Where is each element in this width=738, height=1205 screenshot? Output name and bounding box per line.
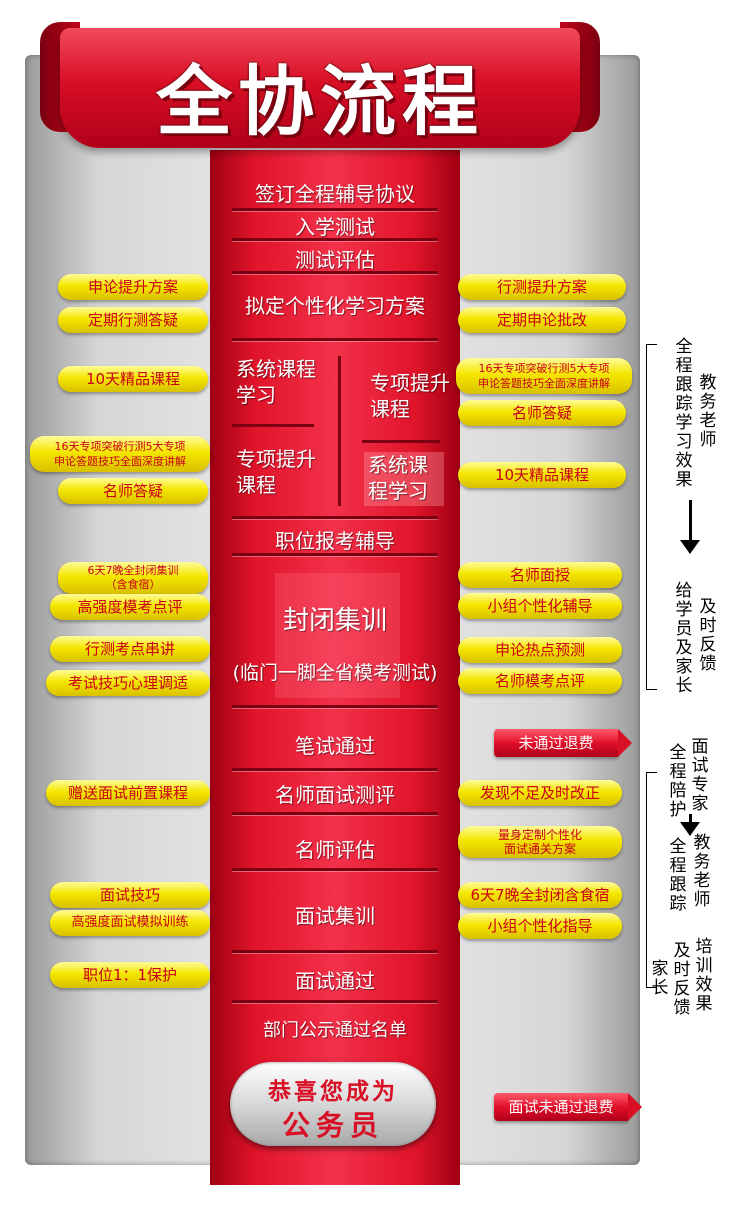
study-subdivider xyxy=(362,440,440,443)
step-divider xyxy=(232,553,438,556)
side-note-expert: 面试专家 xyxy=(691,737,709,814)
step-system-study-left: 系统课程学习 xyxy=(236,357,316,407)
pill-line: （含食宿） xyxy=(105,578,161,591)
step-interview-eval: 名师面试测评 xyxy=(275,783,395,807)
congrats-badge: 恭喜您成为 公务员 xyxy=(230,1062,436,1146)
step-divider xyxy=(232,1000,438,1003)
step-interview-pass: 面试通过 xyxy=(295,969,375,993)
page-title: 全协流程 xyxy=(156,57,484,146)
pill-sixteen-day: 16天专项突破行测5大专项 申论答题技巧全面深度讲解 xyxy=(30,436,210,472)
process-ribbon xyxy=(210,150,460,1185)
step-plan: 拟定个性化学习方案 xyxy=(245,294,425,318)
pill-teacher-lecture: 名师面授 xyxy=(458,562,622,588)
step-divider xyxy=(232,812,438,815)
pill-mock-points: 名师模考点评 xyxy=(458,668,622,694)
pill-improve: 发现不足及时改正 xyxy=(458,780,622,806)
congrats-line2: 公务员 xyxy=(281,1109,384,1142)
pill-line: 6天7晚全封闭集训 xyxy=(87,564,179,577)
pill-line: 申论答题技巧全面深度讲解 xyxy=(478,377,610,390)
side-note-track-a: 全程跟踪学习效果 xyxy=(675,337,693,490)
side-note-feedback-b: 及时反馈 xyxy=(673,941,691,1018)
side-note-parent-b: 家长 xyxy=(651,959,669,998)
pill-exam-skills: 考试技巧心理调适 xyxy=(46,670,210,696)
pill-line: 面试通关方案 xyxy=(503,842,576,856)
pill-line: 16天专项突破行测5大专项 xyxy=(478,362,610,375)
tag-interview-refund: 面试未通过退费 xyxy=(494,1093,628,1121)
pill-group-guidance: 小组个性化指导 xyxy=(458,913,622,939)
tag-written-refund: 未通过退费 xyxy=(494,729,618,757)
step-interview-training: 面试集训 xyxy=(295,904,375,928)
congrats-line1: 恭喜您成为 xyxy=(268,1079,398,1105)
arrow-line xyxy=(689,814,692,824)
pill-group-tutoring: 小组个性化辅导 xyxy=(458,593,622,619)
study-column-divider xyxy=(338,356,341,506)
step-publicity: 部门公示通过名单 xyxy=(263,1020,407,1041)
pill-intensive-points: 高强度模考点评 xyxy=(50,594,210,620)
step-divider xyxy=(232,516,438,519)
pill-essay-plan: 申论提升方案 xyxy=(58,274,208,300)
step-job-apply: 职位报考辅导 xyxy=(275,529,395,553)
step-divider xyxy=(232,950,438,953)
side-note-teacher-a: 教务老师 xyxy=(699,373,717,450)
step-divider xyxy=(232,208,438,211)
step-special-right: 专项提升课程 xyxy=(370,371,450,421)
step-mock-test: (临门一脚全省模考测试) xyxy=(232,662,438,684)
side-bracket-upper xyxy=(646,344,657,690)
pill-custom-plan: 量身定制个性化 面试通关方案 xyxy=(458,826,622,858)
arrow-line xyxy=(689,500,692,540)
pill-line: 16天专项突破行测5大专项 xyxy=(54,440,186,453)
pill-line: 申论答题技巧全面深度讲解 xyxy=(54,455,186,468)
study-subdivider xyxy=(232,424,314,427)
pill-test-plan: 行测提升方案 xyxy=(458,274,626,300)
pill-seven-day-food: 6天7晚全封闭含食宿 xyxy=(458,882,622,908)
pill-regular-test-qa: 定期行测答疑 xyxy=(58,307,208,333)
step-sign: 签订全程辅导协议 xyxy=(255,182,415,206)
down-arrow-icon xyxy=(680,540,700,554)
side-note-teacher-b: 教务老师 xyxy=(693,833,711,910)
step-divider xyxy=(232,271,438,274)
pill-teacher-qa-right: 名师答疑 xyxy=(458,400,626,426)
tag-arrow-icon xyxy=(618,729,632,757)
side-note-effect-b: 培训效果 xyxy=(695,937,713,1014)
pill-ten-day-course-right: 10天精品课程 xyxy=(458,462,626,488)
step-closed-training: 封闭集训 xyxy=(282,606,387,636)
pill-test-points: 行测考点串讲 xyxy=(50,636,210,662)
pill-teacher-qa: 名师答疑 xyxy=(58,478,208,504)
step-divider xyxy=(232,705,438,708)
step-divider xyxy=(232,768,438,771)
pill-seven-day-training: 6天7晚全封闭集训 （含食宿） xyxy=(58,562,208,594)
step-evaluation: 测试评估 xyxy=(295,248,375,272)
step-divider xyxy=(232,338,438,341)
side-note-feedback-a1: 给学员及家长 xyxy=(675,581,693,696)
down-arrow-icon xyxy=(680,822,700,836)
side-note-track-b: 全程跟踪 xyxy=(669,837,687,914)
pill-job-protect: 职位1：1保护 xyxy=(50,962,210,988)
pill-intensive-mock: 高强度面试模拟训练 xyxy=(50,910,210,936)
side-bracket-lower xyxy=(646,772,657,988)
pill-free-pre-course: 赠送面试前置课程 xyxy=(46,780,210,806)
title-banner xyxy=(60,28,580,148)
step-divider xyxy=(232,868,438,871)
step-entrance-test: 入学测试 xyxy=(295,215,375,239)
side-note-escort: 全程陪护 xyxy=(669,743,687,820)
pill-interview-skills: 面试技巧 xyxy=(50,882,210,908)
pill-essay-review: 定期申论批改 xyxy=(458,307,626,333)
step-system-study-right: 系统课程学习 xyxy=(364,452,444,506)
step-teacher-eval: 名师评估 xyxy=(295,838,375,862)
step-written-pass: 笔试通过 xyxy=(295,734,375,758)
step-special-left: 专项提升课程 xyxy=(236,447,316,497)
tag-arrow-icon xyxy=(628,1093,642,1121)
side-note-feedback-a2: 及时反馈 xyxy=(699,597,717,674)
step-divider xyxy=(232,238,438,241)
closed-training-highlight xyxy=(275,573,400,698)
pill-sixteen-day-right: 16天专项突破行测5大专项 申论答题技巧全面深度讲解 xyxy=(456,358,632,394)
pill-ten-day-course: 10天精品课程 xyxy=(58,366,208,392)
pill-line: 量身定制个性化 xyxy=(497,828,582,842)
pill-essay-forecast: 申论热点预测 xyxy=(458,637,622,663)
